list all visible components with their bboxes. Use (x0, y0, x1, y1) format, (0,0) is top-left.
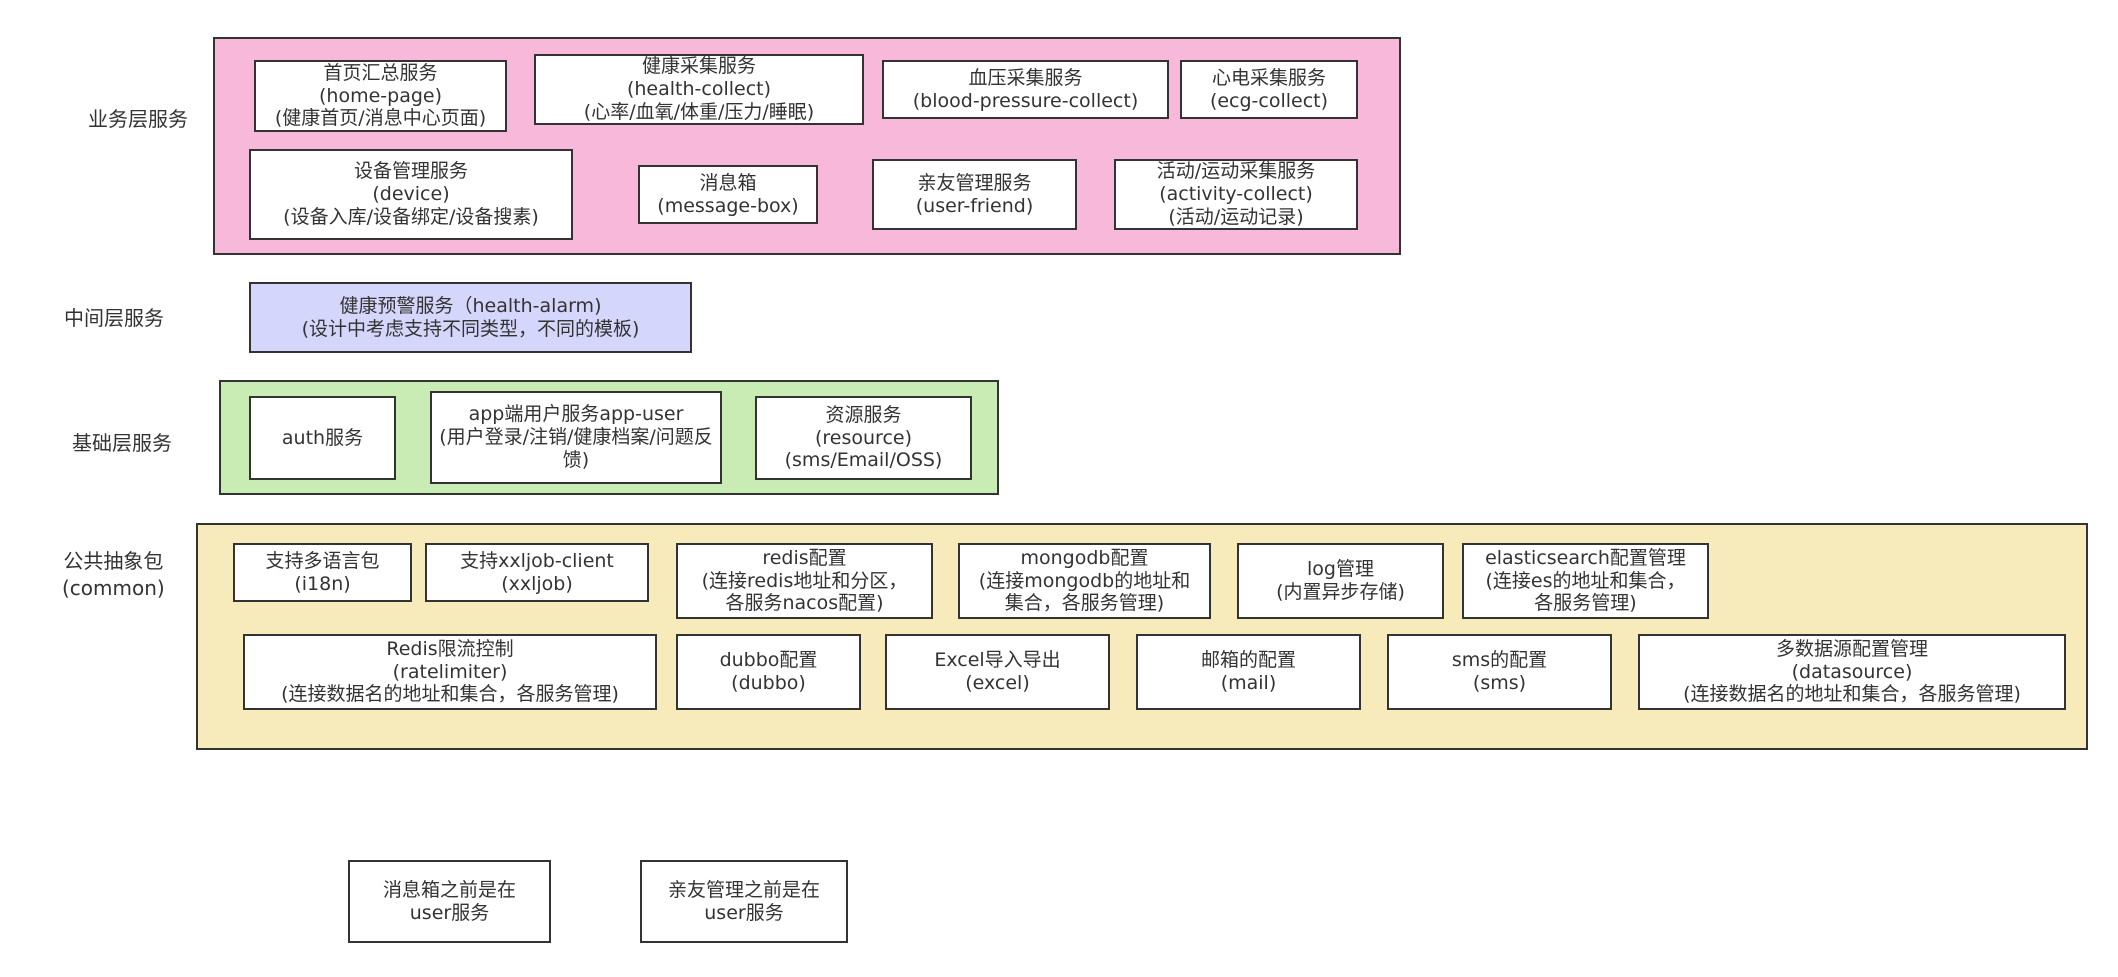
box-line: 心电采集服务 (1211, 66, 1326, 89)
message-box-note: 消息箱之前是在 user服务 (348, 860, 551, 943)
box-line: (activity-collect) (1159, 183, 1313, 206)
common-layer-label: 公共抽象包 (common) (62, 548, 165, 602)
box-line: (resource) (814, 426, 912, 449)
ratelimiter-package: Redis限流控制 (ratelimiter) (连接数据名的地址和集合，各服务… (243, 634, 657, 710)
box-line: (home-page) (319, 84, 442, 107)
resource-service: 资源服务 (resource) (sms/Email/OSS) (755, 396, 972, 480)
dubbo-config-package: dubbo配置 (dubbo) (676, 634, 861, 710)
box-line: (内置异步存储) (1276, 581, 1405, 603)
redis-config-package: redis配置 (连接redis地址和分区， 各服务nacos配置) (676, 543, 933, 619)
box-line: (dubbo) (731, 672, 806, 694)
i18n-package: 支持多语言包 (i18n) (233, 543, 412, 602)
log-management-package: log管理 (内置异步存储) (1237, 543, 1444, 619)
blood-pressure-collect-service: 血压采集服务 (blood-pressure-collect) (882, 60, 1169, 119)
box-line: (连接redis地址和分区， (701, 569, 908, 592)
box-line: 集合，各服务管理) (1004, 592, 1165, 615)
box-line: dubbo配置 (719, 649, 818, 672)
box-line: 首页汇总服务 (323, 61, 438, 84)
foundation-layer-label: 基础层服务 (72, 431, 172, 455)
box-line: (连接mongodb的地址和 (978, 569, 1191, 592)
box-line: 血压采集服务 (968, 66, 1083, 89)
box-line: (xxljob) (501, 572, 573, 595)
box-line: 亲友管理服务 (917, 171, 1032, 194)
box-line: (活动/运动记录) (1168, 205, 1304, 228)
box-line: 支持多语言包 (265, 549, 380, 572)
excel-package: Excel导入导出 (excel) (885, 634, 1110, 710)
box-line: (datasource) (1791, 660, 1913, 683)
box-line: (blood-pressure-collect) (912, 89, 1139, 112)
box-line: 健康采集服务 (641, 55, 756, 78)
datasource-package: 多数据源配置管理 (datasource) (连接数据名的地址和集合，各服务管理… (1638, 634, 2066, 710)
box-line: auth服务 (281, 426, 364, 449)
box-line: (i18n) (294, 572, 351, 595)
home-page-service: 首页汇总服务 (home-page) (健康首页/消息中心页面) (254, 60, 507, 132)
health-collect-service: 健康采集服务 (health-collect) (心率/血氧/体重/压力/睡眠) (534, 54, 864, 125)
box-line: (health-collect) (626, 78, 772, 101)
mongodb-config-package: mongodb配置 (连接mongodb的地址和 集合，各服务管理) (958, 543, 1211, 619)
box-line: mongodb配置 (1020, 546, 1149, 569)
health-alarm-service: 健康预警服务（health-alarm) (设计中考虑支持不同类型，不同的模板) (249, 282, 692, 353)
user-friend-service: 亲友管理服务 (user-friend) (872, 159, 1077, 230)
user-friend-note: 亲友管理之前是在 user服务 (640, 860, 848, 943)
message-box-service: 消息箱 (message-box) (638, 165, 818, 224)
box-line: (user-friend) (915, 194, 1034, 217)
xxljob-client-package: 支持xxljob-client (xxljob) (425, 543, 649, 602)
business-layer-label: 业务层服务 (88, 107, 188, 131)
box-line: 支持xxljob-client (460, 549, 614, 572)
device-service: 设备管理服务 (device) (设备入库/设备绑定/设备搜素) (249, 149, 573, 240)
middle-layer-label: 中间层服务 (64, 306, 164, 330)
box-line: (设备入库/设备绑定/设备搜素) (283, 205, 539, 228)
box-line: Redis限流控制 (386, 637, 514, 660)
mail-config-package: 邮箱的配置 (mail) (1136, 634, 1361, 710)
box-line: 设备管理服务 (353, 160, 468, 183)
box-line: 各服务管理) (1534, 592, 1637, 615)
box-line: (连接数据名的地址和集合，各服务管理) (1683, 683, 2021, 706)
note-line: 消息箱之前是在 (382, 878, 516, 901)
common-layer-label-line: (common) (62, 576, 165, 600)
box-line: (ecg-collect) (1209, 89, 1329, 112)
box-line: (ratelimiter) (392, 660, 508, 683)
box-line: (message-box) (657, 194, 799, 217)
box-line: (excel) (965, 672, 1030, 694)
note-line: 亲友管理之前是在 (667, 878, 820, 901)
box-line: (用户登录/注销/健康档案/问题反馈) (439, 426, 713, 471)
box-line: (健康首页/消息中心页面) (274, 107, 487, 130)
sms-config-package: sms的配置 (sms) (1387, 634, 1612, 710)
box-line: app端用户服务app-user (468, 403, 684, 426)
common-layer-label-line: 公共抽象包 (63, 549, 164, 573)
box-line: (mail) (1220, 672, 1277, 694)
box-line: (sms/Email/OSS) (784, 449, 943, 472)
box-line: redis配置 (762, 546, 847, 569)
box-line: 活动/运动采集服务 (1156, 160, 1316, 183)
box-line: 健康预警服务（health-alarm) (339, 294, 602, 317)
app-user-service: app端用户服务app-user (用户登录/注销/健康档案/问题反馈) (430, 391, 722, 484)
box-line: (心率/血氧/体重/压力/睡眠) (583, 100, 815, 123)
note-line: user服务 (409, 901, 490, 924)
box-line: (device) (372, 183, 450, 206)
box-line: 邮箱的配置 (1200, 649, 1296, 672)
box-line: (设计中考虑支持不同类型，不同的模板) (301, 317, 640, 340)
box-line: 资源服务 (825, 403, 902, 426)
box-line: 消息箱 (699, 171, 757, 194)
note-line: user服务 (704, 901, 784, 924)
box-line: Excel导入导出 (934, 649, 1061, 672)
box-line: (连接数据名的地址和集合，各服务管理) (281, 683, 619, 706)
box-line: (sms) (1472, 672, 1527, 694)
box-line: 各服务nacos配置) (725, 592, 884, 615)
activity-collect-service: 活动/运动采集服务 (activity-collect) (活动/运动记录) (1114, 159, 1358, 230)
box-line: elasticsearch配置管理 (1485, 546, 1686, 569)
box-line: 多数据源配置管理 (1775, 637, 1928, 660)
box-line: sms的配置 (1451, 649, 1548, 672)
box-line: log管理 (1307, 558, 1374, 581)
auth-service: auth服务 (249, 396, 396, 480)
ecg-collect-service: 心电采集服务 (ecg-collect) (1180, 60, 1358, 119)
box-line: (连接es的地址和集合， (1485, 569, 1686, 592)
elasticsearch-config-package: elasticsearch配置管理 (连接es的地址和集合， 各服务管理) (1462, 543, 1709, 619)
